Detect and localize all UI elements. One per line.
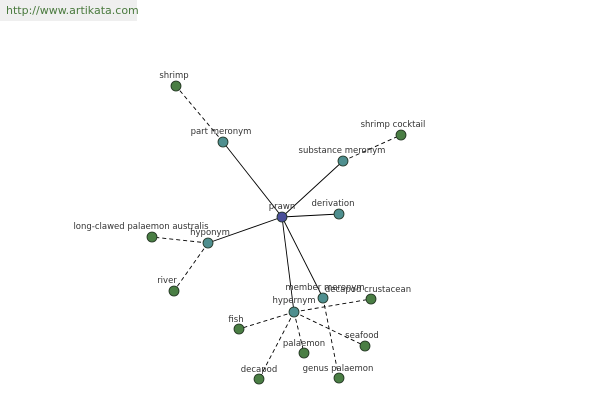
edge-prawn-member-meronym bbox=[281, 216, 324, 299]
node-fish[interactable] bbox=[233, 323, 245, 335]
edge-hypernym-decapod bbox=[258, 311, 295, 380]
node-seafood[interactable] bbox=[359, 340, 371, 352]
node-genus-palaemon[interactable] bbox=[333, 372, 345, 384]
edge-hypernym-fish bbox=[238, 311, 295, 330]
label-decapod: decapod bbox=[241, 365, 278, 375]
node-decapod-crustacean[interactable] bbox=[365, 293, 377, 305]
label-seafood: seafood bbox=[345, 331, 379, 341]
label-derivation: derivation bbox=[311, 199, 354, 209]
label-prawn: prawn bbox=[269, 202, 295, 212]
edge-prawn-derivation bbox=[281, 213, 340, 218]
node-hypernym[interactable] bbox=[288, 306, 300, 318]
node-part-meronym[interactable] bbox=[217, 136, 229, 148]
graph-nodes bbox=[146, 80, 407, 385]
node-shrimp-cocktail[interactable] bbox=[395, 129, 407, 141]
edge-hypernym-decapod-crustacean bbox=[293, 298, 372, 313]
graph-edges bbox=[151, 85, 402, 380]
edge-hypernym-palaemon bbox=[293, 311, 305, 354]
edge-hypernym-seafood bbox=[293, 311, 366, 347]
label-hypernym: hypernym bbox=[272, 296, 315, 306]
edge-part-meronym-shrimp bbox=[175, 85, 224, 143]
node-shrimp[interactable] bbox=[170, 80, 182, 92]
label-shrimp-cocktail: shrimp cocktail bbox=[361, 120, 426, 130]
node-hyponym[interactable] bbox=[202, 237, 214, 249]
node-river[interactable] bbox=[168, 285, 180, 297]
label-substance-meronym: substance meronym bbox=[299, 146, 386, 156]
edge-hyponym-river bbox=[173, 242, 209, 292]
graph-labels: prawn part meronym substance meronym deriva… bbox=[73, 71, 425, 375]
label-member-meronym: member meronym bbox=[285, 283, 364, 293]
node-palaemon[interactable] bbox=[298, 347, 310, 359]
node-decapod[interactable] bbox=[253, 373, 265, 385]
node-prawn[interactable] bbox=[276, 211, 288, 223]
site-url-link[interactable]: http://www.artikata.com bbox=[0, 0, 139, 21]
label-part-meronym: part meronym bbox=[191, 127, 252, 137]
edge-prawn-hyponym bbox=[207, 216, 283, 244]
edge-hyponym-long-clawed-palaemon-australis bbox=[151, 236, 209, 244]
label-hyponym: hyponym bbox=[190, 228, 230, 238]
edge-substance-meronym-shrimp-cocktail bbox=[342, 134, 402, 162]
edge-prawn-part-meronym bbox=[222, 141, 283, 218]
label-river: river bbox=[157, 276, 177, 286]
label-palaemon: palaemon bbox=[283, 339, 325, 349]
label-genus-palaemon: genus palaemon bbox=[303, 364, 374, 374]
label-long-clawed-palaemon-australis: long-clawed palaemon australis bbox=[73, 222, 209, 232]
node-derivation[interactable] bbox=[333, 208, 345, 220]
label-fish: fish bbox=[228, 315, 243, 325]
node-member-meronym[interactable] bbox=[317, 292, 329, 304]
edge-prawn-hypernym bbox=[281, 216, 295, 313]
node-long-clawed-palaemon-australis[interactable] bbox=[146, 231, 158, 243]
label-decapod-crustacean: decapod crustacean bbox=[325, 285, 411, 295]
edge-prawn-substance-meronym bbox=[281, 160, 344, 218]
label-shrimp: shrimp bbox=[159, 71, 188, 81]
node-substance-meronym[interactable] bbox=[337, 155, 349, 167]
